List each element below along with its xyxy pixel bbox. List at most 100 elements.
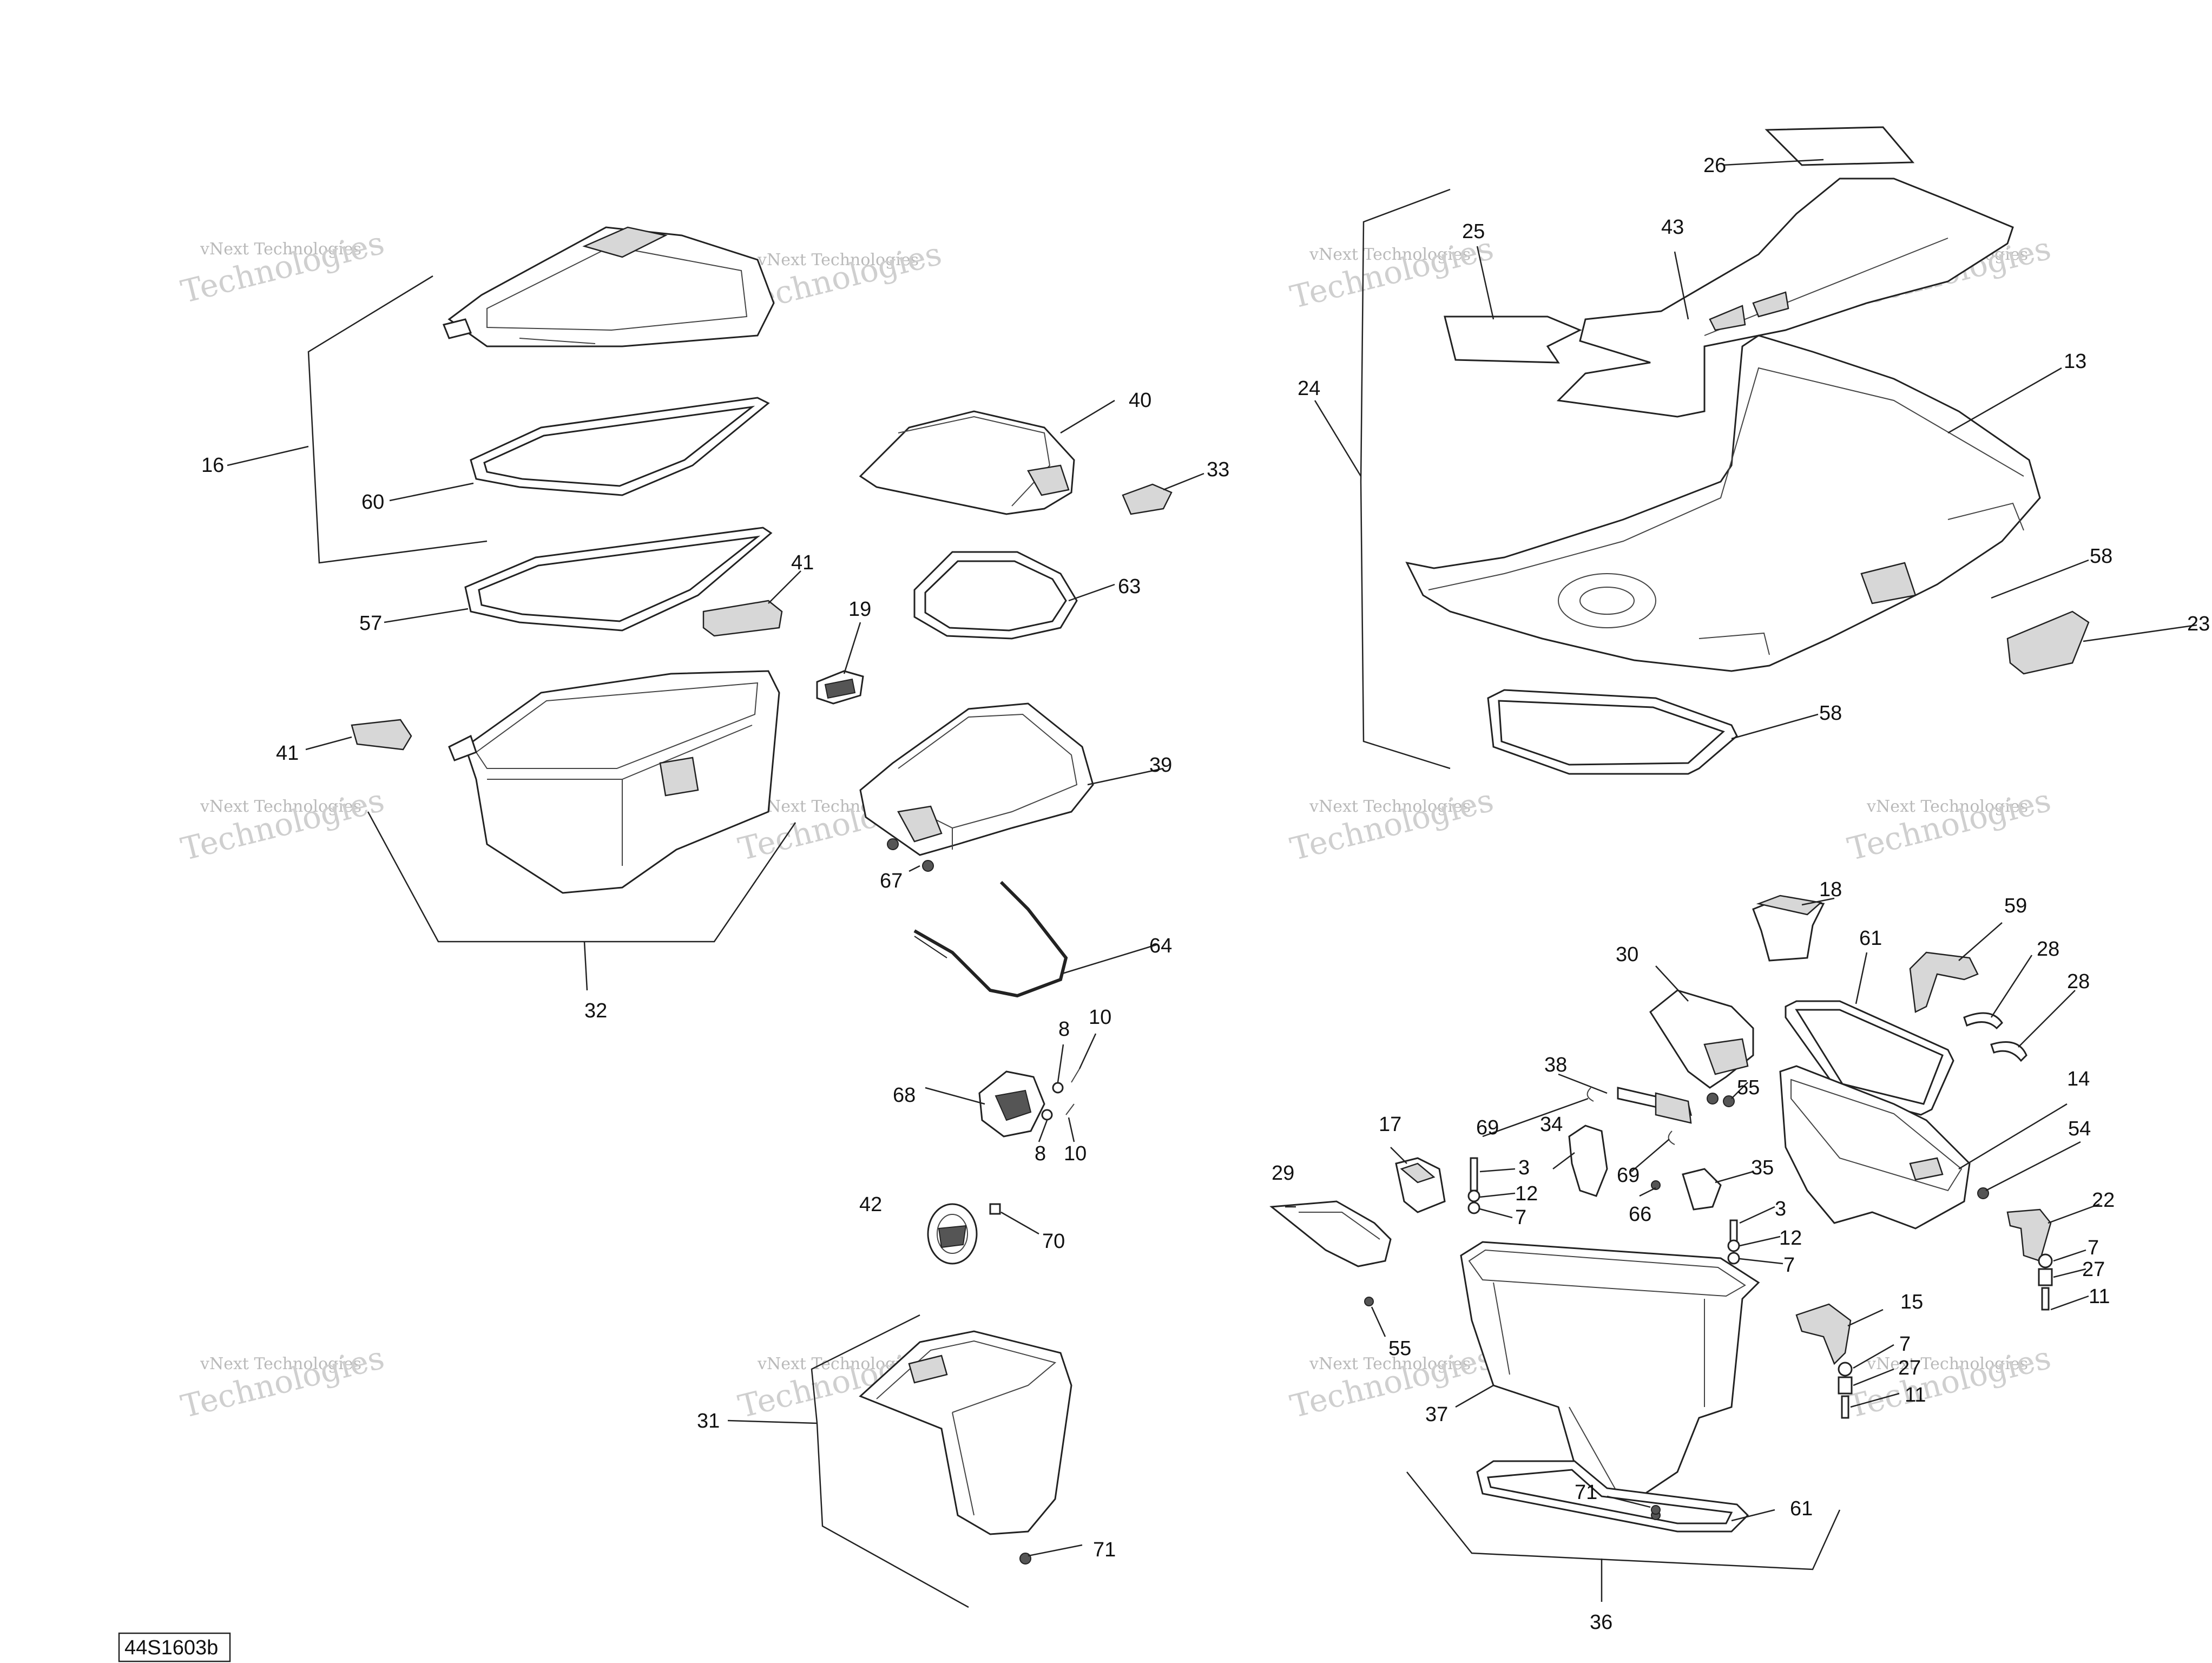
gasket-63 <box>913 551 1078 640</box>
callout-11: 11 <box>1905 1384 1926 1406</box>
callout-36: 36 <box>1590 1611 1612 1634</box>
watermark: vNext Technologies Technologies <box>1287 781 1497 867</box>
svg-text:vNext Technologies: vNext Technologies <box>1309 797 1471 816</box>
callout-31: 31 <box>697 1410 720 1432</box>
svg-text:vNext Technologies: vNext Technologies <box>1866 797 2028 816</box>
callout-69: 69 <box>1476 1116 1499 1139</box>
callout-69: 69 <box>1617 1164 1640 1187</box>
callout-66: 66 <box>1629 1203 1651 1226</box>
bracket-15 <box>1795 1303 1853 1419</box>
callout-40: 40 <box>1129 389 1151 412</box>
callout-35: 35 <box>1751 1156 1774 1179</box>
callout-22: 22 <box>2092 1189 2115 1212</box>
bracket-22 <box>2006 1208 2053 1311</box>
callout-33: 33 <box>1207 458 1229 481</box>
fasteners-67 <box>887 838 934 872</box>
callout-12: 12 <box>1515 1182 1538 1205</box>
reference-code: 44S1603b <box>124 1636 218 1659</box>
callout-32: 32 <box>584 1000 607 1022</box>
callout-57: 57 <box>359 612 382 635</box>
svg-text:Technologies: Technologies <box>1844 781 2055 867</box>
callout-19: 19 <box>848 598 871 621</box>
svg-text:Technologies: Technologies <box>1844 1339 2055 1425</box>
fastener-71-right <box>1651 1505 1661 1515</box>
svg-text:vNext Technologies: vNext Technologies <box>200 797 361 816</box>
callout-67: 67 <box>880 870 903 892</box>
wire-64 <box>913 880 1068 998</box>
callout-3: 3 <box>1518 1156 1530 1179</box>
mat-26 <box>1765 126 1915 166</box>
frame-39 <box>859 702 1094 856</box>
callout-27: 27 <box>2082 1258 2105 1281</box>
callout-12: 12 <box>1779 1227 1802 1250</box>
gasket-61-upper <box>1785 1000 1954 1116</box>
callout-43: 43 <box>1661 216 1684 239</box>
part-42 <box>927 1203 1001 1265</box>
bracket-17 <box>1395 1157 1446 1213</box>
callout-34: 34 <box>1540 1113 1563 1136</box>
svg-text:vNext Technologies: vNext Technologies <box>1309 1355 1471 1373</box>
callout-60: 60 <box>361 491 384 514</box>
handle-34 <box>1568 1125 1608 1197</box>
leader-lines <box>227 159 2197 1608</box>
callout-39: 39 <box>1149 754 1172 777</box>
callout-25: 25 <box>1462 220 1485 243</box>
callout-18: 18 <box>1819 878 1842 901</box>
svg-text:Technologies: Technologies <box>177 1339 388 1425</box>
callout-24: 24 <box>1298 377 1320 400</box>
callout-64: 64 <box>1149 935 1172 957</box>
spring-38 <box>1586 1087 1693 1145</box>
callout-37: 37 <box>1425 1403 1448 1426</box>
callout-15: 15 <box>1900 1291 1923 1313</box>
gasket-58 <box>1487 689 1738 775</box>
latch-18 <box>1752 895 1825 962</box>
callout-38: 38 <box>1544 1054 1567 1076</box>
fastener-stack-right <box>1727 1219 1740 1265</box>
callout-23: 23 <box>2187 613 2210 635</box>
callout-71: 71 <box>1575 1481 1597 1504</box>
callout-41: 41 <box>276 742 299 765</box>
callout-10: 10 <box>1064 1142 1087 1165</box>
watermark: vNext Technologies Technologies <box>177 1339 388 1425</box>
callout-7: 7 <box>1783 1254 1795 1277</box>
callout-59: 59 <box>2004 895 2027 917</box>
glove-box-bin <box>448 670 780 894</box>
gasket-60 <box>470 397 770 496</box>
callout-68: 68 <box>893 1084 916 1107</box>
callout-30: 30 <box>1616 943 1638 966</box>
callout-28: 28 <box>2037 938 2059 961</box>
gasket-57 <box>464 527 773 632</box>
bin-37 <box>1460 1241 1760 1516</box>
svg-text:Technologies: Technologies <box>177 781 388 867</box>
latch-19 <box>816 670 864 705</box>
callout-7: 7 <box>1515 1206 1526 1229</box>
callout-55: 55 <box>1737 1076 1760 1099</box>
strap-59 <box>1909 951 1979 1013</box>
callout-13: 13 <box>2064 350 2086 373</box>
mat-25 <box>1444 315 1582 364</box>
callout-7: 7 <box>1899 1333 1911 1356</box>
part-68 <box>978 1068 1080 1138</box>
svg-text:Technologies: Technologies <box>1287 781 1497 867</box>
bracket-35 <box>1651 1168 1722 1211</box>
watermark: vNext Technologies Technologies <box>1844 1339 2055 1425</box>
callout-26: 26 <box>1703 154 1726 177</box>
callout-61: 61 <box>1790 1497 1813 1520</box>
part-41-lower <box>351 719 412 751</box>
cover-30 <box>1649 989 1754 1107</box>
callout-54: 54 <box>2068 1118 2091 1140</box>
part-41-upper <box>702 600 783 637</box>
bin-14 <box>1779 1065 1971 1230</box>
callout-17: 17 <box>1379 1113 1401 1136</box>
svg-text:vNext Technologies: vNext Technologies <box>200 240 361 259</box>
callout-7: 7 <box>2088 1237 2099 1259</box>
watermark: vNext Technologies Technologies <box>177 224 388 310</box>
callout-70: 70 <box>1042 1230 1065 1253</box>
callout-10: 10 <box>1089 1006 1111 1029</box>
fastener-stack-left <box>1467 1157 1480 1214</box>
gasket-61-lower <box>1476 1460 1749 1533</box>
reference-code-box: 44S1603b <box>118 1632 231 1662</box>
callout-58: 58 <box>2090 545 2112 568</box>
svg-text:vNext Technologies: vNext Technologies <box>1866 1355 2028 1373</box>
